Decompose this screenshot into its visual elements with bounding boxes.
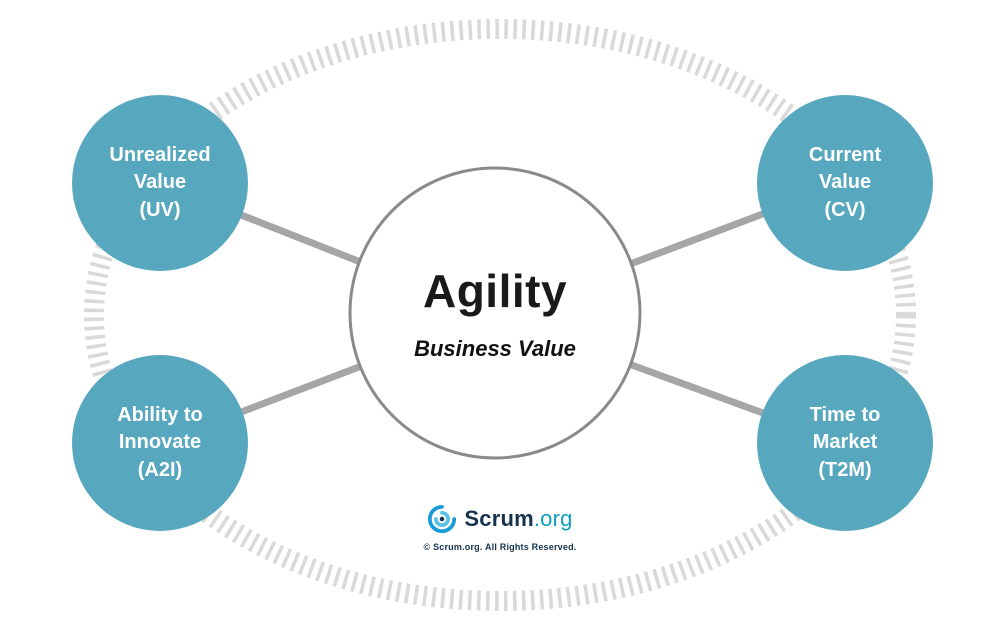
node-label-line: Value	[133, 171, 187, 194]
node-label: Ability to Innovate (A2I)	[117, 402, 203, 485]
node-label: Current Value (CV)	[809, 142, 881, 225]
node-ability-to-innovate: Ability to Innovate (A2I)	[72, 355, 248, 531]
brand-org: .org	[533, 506, 573, 531]
node-label-line: (A2I)	[137, 458, 183, 481]
node-unrealized-value: Unrealized Value (UV)	[72, 95, 248, 271]
node-label-line: Innovate	[118, 431, 202, 454]
copyright-text: © Scrum.org. All Rights Reserved.	[423, 542, 577, 552]
footer: Scrum.org © Scrum.org. All Rights Reserv…	[0, 504, 1000, 552]
ticked-ring	[84, 19, 916, 611]
brand-text: Scrum.org	[464, 506, 572, 532]
node-label-line: Current	[808, 143, 882, 166]
brand-row: Scrum.org	[427, 504, 572, 534]
node-label-line: (CV)	[824, 198, 866, 221]
node-label-line: (UV)	[139, 198, 181, 221]
node-label-line: Value	[818, 171, 872, 194]
node-label: Unrealized Value (UV)	[109, 142, 210, 225]
brand-scrum: Scrum	[464, 506, 534, 531]
node-label-line: (T2M)	[818, 458, 872, 481]
node-label-line: Ability to	[117, 403, 203, 426]
node-label-line: Unrealized	[109, 143, 211, 166]
node-label: Time to Market (T2M)	[810, 402, 881, 485]
node-label-line: Market	[812, 431, 878, 454]
scrum-org-logo-icon	[427, 504, 457, 534]
center-circle	[348, 166, 642, 460]
node-current-value: Current Value (CV)	[757, 95, 933, 271]
node-time-to-market: Time to Market (T2M)	[757, 355, 933, 531]
node-label-line: Time to	[809, 403, 881, 426]
